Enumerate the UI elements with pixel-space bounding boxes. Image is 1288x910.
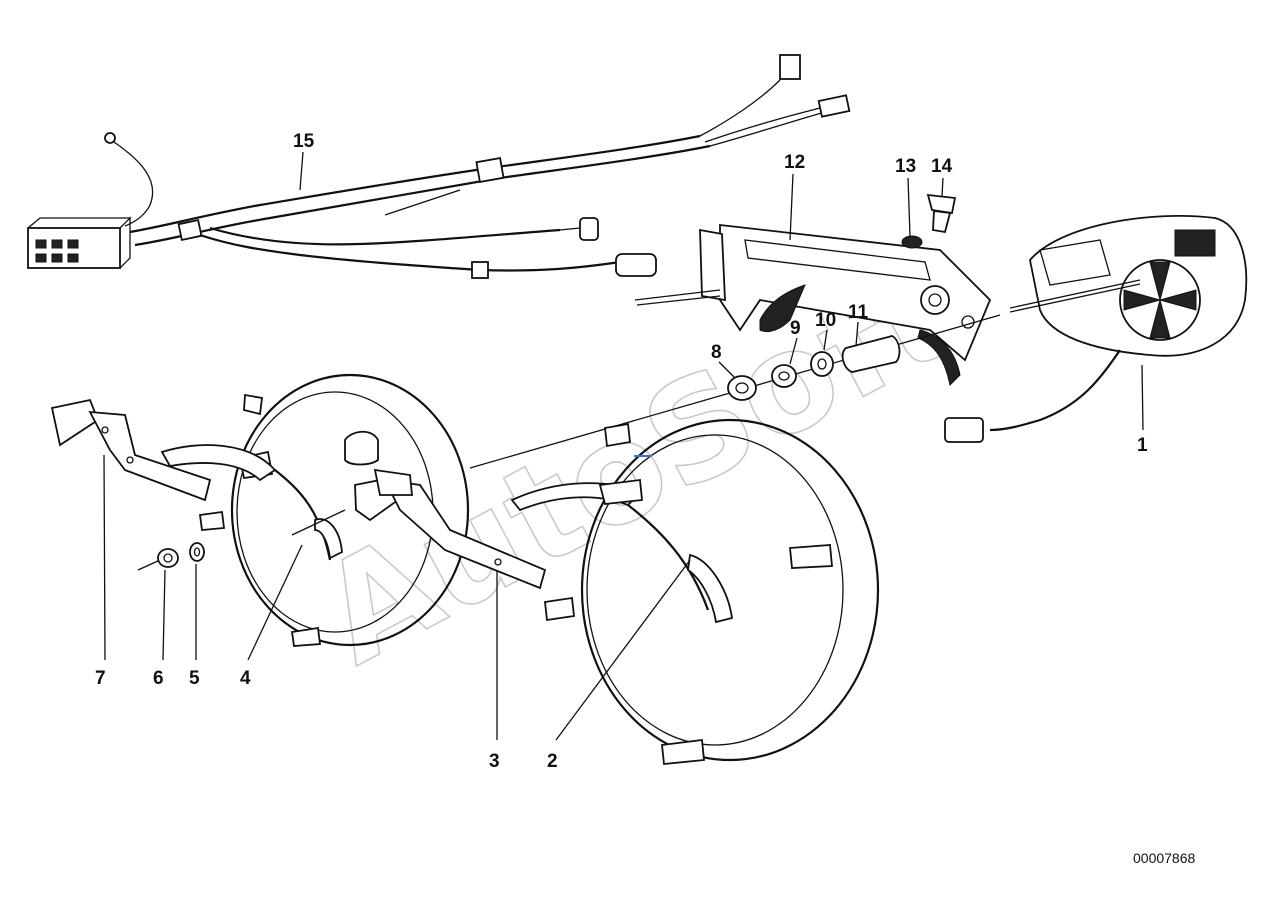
nut-6 <box>157 548 179 568</box>
connector-upper <box>779 54 801 80</box>
mounting-bracket: 12 <box>634 152 992 387</box>
adjusting-arm: 3 <box>291 430 547 772</box>
headlight-ring-left <box>160 373 470 647</box>
connector-mid <box>817 94 851 118</box>
callout-5: 5 <box>189 668 200 689</box>
document-number: 00007868 <box>1133 850 1196 866</box>
ring-terminal <box>104 132 116 144</box>
callout-2: 2 <box>547 751 558 772</box>
small-hardware: 8 9 10 11 <box>469 302 1001 469</box>
bracket-arm-left: 7 <box>50 398 212 689</box>
bulb-socket-a <box>579 217 599 241</box>
callout-15: 15 <box>293 131 315 152</box>
callout-12: 12 <box>784 152 805 173</box>
callout-9: 9 <box>790 318 801 339</box>
screw-and-washer: 13 14 <box>895 156 957 249</box>
callout-8: 8 <box>711 342 722 363</box>
callout-6: 6 <box>153 668 164 689</box>
washer-10 <box>810 351 834 377</box>
callout-10: 10 <box>815 310 836 331</box>
nut-and-washer: 6 5 4 <box>137 542 303 689</box>
callout-14: 14 <box>931 156 953 177</box>
callout-3: 3 <box>489 751 500 772</box>
callout-4: 4 <box>240 668 251 689</box>
adjusting-motor: 1 <box>944 215 1248 456</box>
washer-5 <box>189 542 205 562</box>
bushing-8 <box>727 375 757 401</box>
callout-1: 1 <box>1137 435 1148 456</box>
callout-13: 13 <box>895 156 916 177</box>
callout-11: 11 <box>848 302 869 323</box>
callout-7: 7 <box>95 668 106 689</box>
nut-9 <box>771 364 797 388</box>
motor-connector <box>944 417 984 443</box>
wiring-harness: 15 <box>27 54 851 279</box>
sleeve-11 <box>841 335 901 373</box>
bulb-socket-b <box>615 253 657 277</box>
headlight-ring-right: 2 <box>510 418 880 772</box>
